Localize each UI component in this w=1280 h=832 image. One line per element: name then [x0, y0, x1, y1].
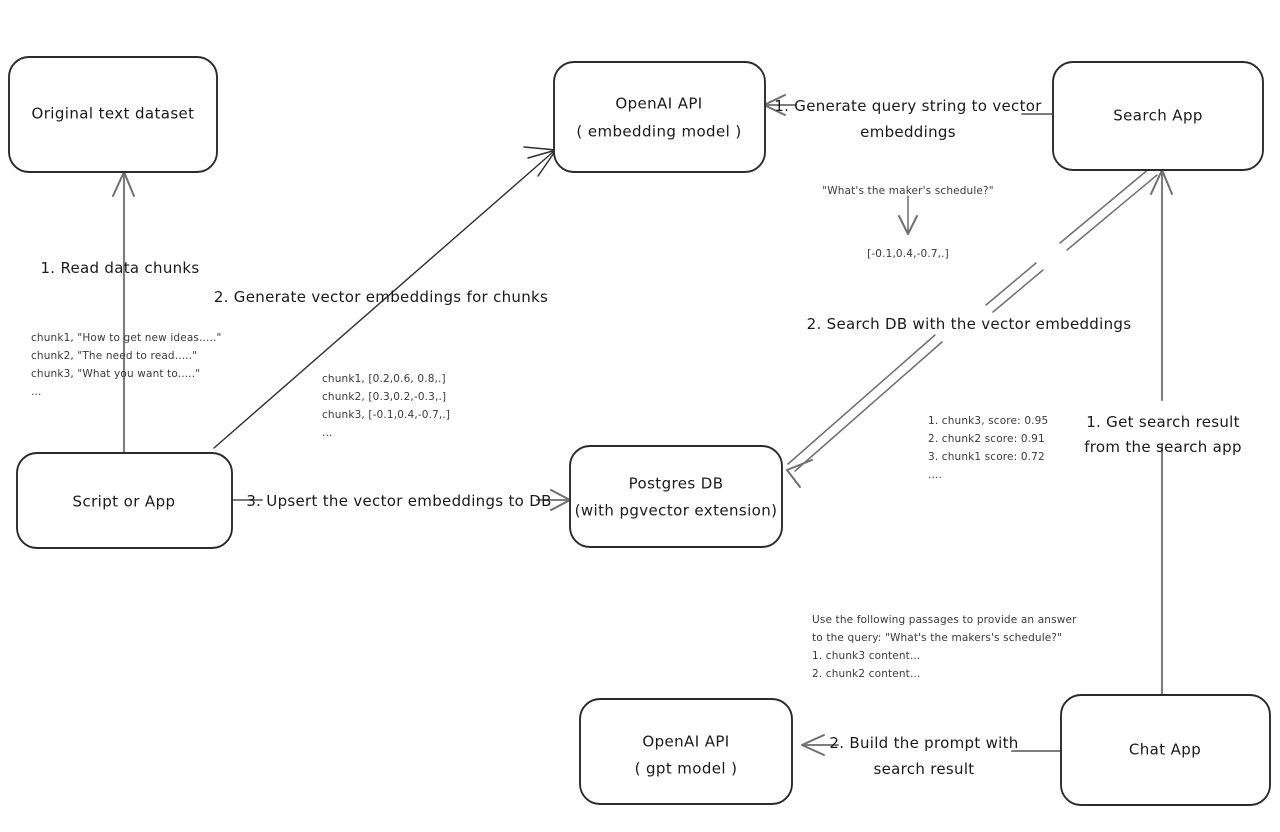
edge-line-search-db-a2 [1066, 174, 1158, 251]
note-prompt-template-line-1: Use the following passages to provide an… [812, 614, 1077, 626]
note-prompt-template: Use the following passages to provide an… [812, 614, 1077, 680]
note-search-scores-line-1: 1. chunk3, score: 0.95 [928, 415, 1048, 427]
note-source-chunks-line-3: chunk3, "What you want to....." [31, 368, 200, 380]
node-label-search-app: Search App [1113, 107, 1203, 125]
node-postgres-db[interactable]: Postgres DB (with pgvector extension) [569, 445, 783, 548]
edge-get-search-result [1150, 169, 1173, 697]
note-prompt-template-line-3: 1. chunk3 content... [812, 650, 920, 662]
note-query-example: "What's the maker's schedule?" [-0.1,0.4… [822, 185, 993, 260]
note-search-scores-line-3: 3. chunk1 score: 0.72 [928, 451, 1045, 463]
node-label-chat-app: Chat App [1129, 741, 1201, 759]
arrowhead-build-prompt [801, 734, 825, 756]
node-label-script-or-app: Script or App [73, 493, 176, 511]
note-search-scores-line-2: 2. chunk2 score: 0.91 [928, 433, 1045, 445]
note-query-example-vector: [-0.1,0.4,-0.7,.] [867, 248, 949, 260]
node-script-or-app[interactable]: Script or App [16, 452, 233, 549]
node-box-openai-api-embedding[interactable] [553, 61, 766, 173]
note-source-chunks-line-4: ... [31, 386, 41, 398]
edge-label-build-prompt-line2: search result [874, 760, 975, 778]
node-label-openai-api-embedding-line1: OpenAI API [615, 95, 702, 113]
node-label-openai-api-embedding-line2: ( embedding model ) [576, 123, 741, 141]
edge-label-upsert-to-db: 3. Upsert the vector embeddings to DB [246, 492, 551, 510]
edge-label-read-data-chunks: 1. Read data chunks [40, 259, 199, 277]
node-openai-api-gpt[interactable]: OpenAI API ( gpt model ) [579, 698, 793, 805]
node-label-openai-api-gpt-line1: OpenAI API [642, 733, 729, 751]
node-label-original-text-dataset: Original text dataset [32, 105, 195, 123]
note-chunk-embeddings-line-1: chunk1, [0.2,0.6, 0.8,.] [322, 373, 446, 385]
node-label-postgres-db-line2: (with pgvector extension) [575, 502, 778, 520]
edge-line-search-db-b1 [985, 262, 1037, 306]
node-box-search-app[interactable] [1052, 61, 1264, 171]
node-chat-app[interactable]: Chat App [1060, 694, 1271, 806]
edge-line-search-db-c1 [787, 334, 936, 465]
edge-line-search-db-b2 [992, 269, 1044, 313]
edge-label-generate-query-embeddings-line2: embeddings [860, 123, 956, 141]
node-box-chat-app[interactable] [1060, 694, 1271, 806]
note-search-scores: 1. chunk3, score: 0.95 2. chunk2 score: … [928, 415, 1048, 481]
note-prompt-template-line-2: to the query: "What's the makers's sched… [812, 632, 1062, 644]
edge-label-search-db: 2. Search DB with the vector embeddings [807, 315, 1132, 333]
node-box-original-text-dataset[interactable] [8, 56, 218, 173]
arrowhead-search-db [786, 459, 813, 488]
edge-label-generate-query-embeddings-line1: 1. Generate query string to vector [774, 97, 1042, 115]
node-box-openai-api-gpt[interactable] [579, 698, 793, 805]
note-query-example-query: "What's the maker's schedule?" [822, 185, 993, 197]
node-search-app[interactable]: Search App [1052, 61, 1264, 171]
node-original-text-dataset[interactable]: Original text dataset [8, 56, 218, 173]
note-search-scores-line-4: .... [928, 469, 942, 481]
arrowhead-generate-embeddings-barb [527, 149, 557, 159]
note-chunk-embeddings: chunk1, [0.2,0.6, 0.8,.] chunk2, [0.3,0.… [322, 373, 450, 439]
edge-line-generate-embeddings [213, 151, 554, 449]
edge-label-get-search-result-line1: 1. Get search result [1086, 413, 1240, 431]
edge-label-generate-vector-embeddings: 2. Generate vector embeddings for chunks [214, 288, 548, 306]
note-source-chunks-line-1: chunk1, "How to get new ideas....." [31, 332, 221, 344]
note-prompt-template-line-4: 2. chunk2 content... [812, 668, 920, 680]
edge-query-to-vector [898, 195, 918, 235]
node-box-postgres-db[interactable] [569, 445, 783, 548]
arrowhead-query-to-vector [898, 215, 918, 235]
edge-search-db [786, 167, 1158, 488]
edge-read-data-chunks [112, 171, 135, 455]
edge-line-search-db-a1 [1059, 167, 1151, 244]
note-source-chunks: chunk1, "How to get new ideas....." chun… [31, 332, 221, 398]
edge-build-prompt [801, 734, 1062, 756]
edge-label-get-search-result-line2: from the search app [1084, 438, 1242, 456]
edge-label-build-prompt-line1: 2. Build the prompt with [829, 734, 1018, 752]
note-chunk-embeddings-line-3: chunk3, [-0.1,0.4,-0.7,.] [322, 409, 450, 421]
edge-line-search-db-c2 [794, 341, 943, 472]
note-source-chunks-line-2: chunk2, "The need to read....." [31, 350, 197, 362]
node-label-postgres-db-line1: Postgres DB [629, 475, 724, 493]
note-chunk-embeddings-line-2: chunk2, [0.3,0.2,-0.3,.] [322, 391, 446, 403]
node-box-script-or-app[interactable] [16, 452, 233, 549]
node-label-openai-api-gpt-line2: ( gpt model ) [635, 760, 738, 778]
note-chunk-embeddings-line-4: ... [322, 427, 332, 439]
node-openai-api-embedding[interactable]: OpenAI API ( embedding model ) [553, 61, 766, 173]
